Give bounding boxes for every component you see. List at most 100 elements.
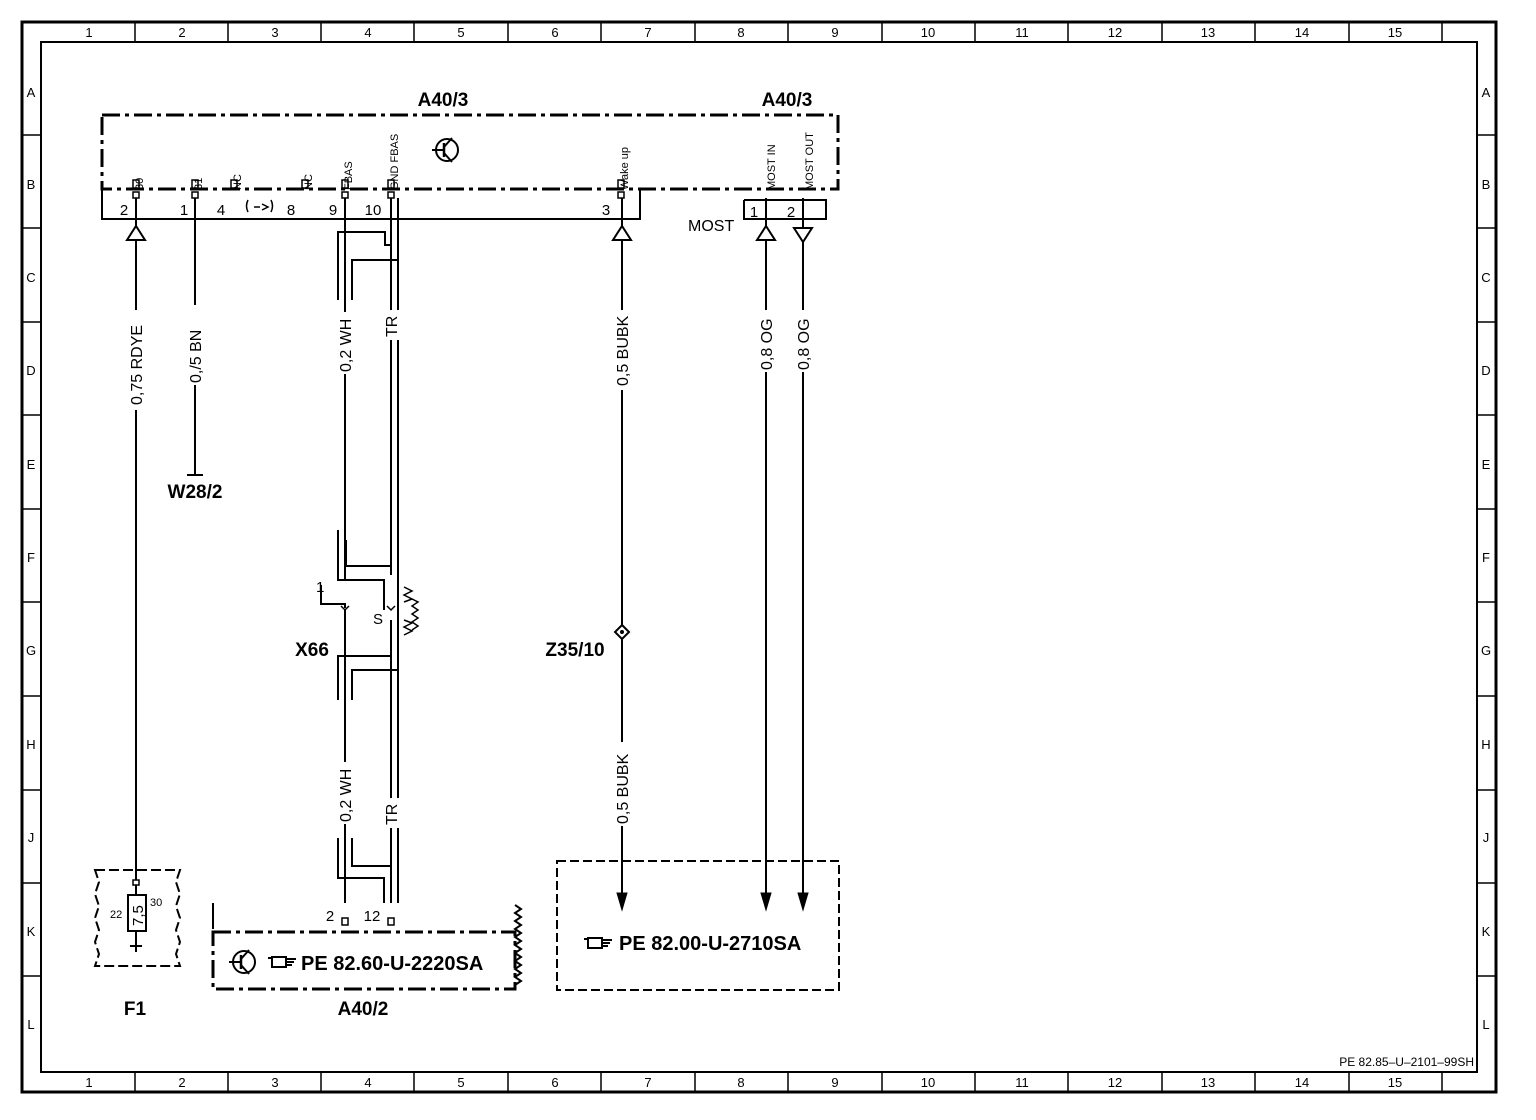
fuse-f1-rating: 7,5: [130, 905, 147, 926]
grid-col-bottom: 1: [85, 1075, 92, 1090]
grid-row-right: E: [1482, 457, 1491, 472]
most-connector-outline: [743, 199, 827, 220]
component-a40-2: A40/2: [338, 999, 389, 1020]
pin-label-nc-b: NC: [303, 174, 315, 190]
x66-contact-symbol: [340, 605, 396, 612]
grid-row-right: A: [1482, 85, 1491, 100]
component-x66: X66: [295, 640, 329, 661]
grid-col-top: 12: [1108, 25, 1122, 40]
component-f1: F1: [124, 999, 147, 1020]
grid-col-bottom: 13: [1201, 1075, 1215, 1090]
nc-jumper-symbol: [245, 199, 274, 213]
wire-label-bubk-top: 0,5 BUBK: [615, 315, 632, 386]
pin-number: 10: [365, 202, 382, 219]
wire-label-og-in: 0,8 OG: [759, 318, 776, 370]
pin-terminals: [132, 179, 625, 199]
grid-row-left: K: [27, 924, 36, 939]
pointing-hand-icon: [267, 956, 297, 968]
pin-number: 9: [329, 202, 337, 219]
wire-label-bn: 0,/5 BN: [188, 330, 205, 383]
a40-2-pin-12: 12: [364, 908, 381, 925]
grid-row-left: B: [27, 177, 36, 192]
grid-row-right: K: [1482, 924, 1491, 939]
grid-row-left: H: [26, 737, 35, 752]
module-a40-3-boundary: [100, 113, 840, 191]
grid-col-top: 4: [364, 25, 371, 40]
grid-row-right: J: [1483, 830, 1490, 845]
transistor-icon: [430, 136, 460, 164]
grid-col-top: 10: [921, 25, 935, 40]
grid-row-right: C: [1481, 270, 1490, 285]
grid-col-bottom: 9: [831, 1075, 838, 1090]
transistor-icon: [227, 948, 257, 976]
grid-row-left: F: [27, 550, 35, 565]
resistor-symbol: [410, 598, 420, 631]
grid-col-bottom: 2: [178, 1075, 185, 1090]
grid-row-right: D: [1481, 363, 1490, 378]
grid-row-right: B: [1482, 177, 1491, 192]
resistor-symbol: [402, 586, 414, 636]
fuse-f1-pin-22: 22: [110, 909, 122, 921]
pin-label-wake-up: Wake up: [619, 147, 631, 190]
grid-col-bottom: 6: [551, 1075, 558, 1090]
module-a40-2: 2 12 PE 82.60-U-2220SA: [211, 903, 523, 991]
grid-row-left: G: [26, 643, 36, 658]
grid-col-bottom: 14: [1295, 1075, 1309, 1090]
grid-row-right: H: [1481, 737, 1490, 752]
x66-pin-1: 1: [316, 579, 324, 596]
pin-number: 3: [602, 202, 610, 219]
wire-label-tr-bottom: TR: [384, 804, 401, 825]
grid-col-top: 8: [737, 25, 744, 40]
wire-lines: [135, 198, 804, 903]
component-w28-2: W28/2: [168, 482, 223, 503]
grid-col-top: 14: [1295, 25, 1309, 40]
pin-number: 1: [180, 202, 188, 219]
grid-col-top: 11: [1015, 25, 1029, 40]
inner-frame: [40, 41, 1478, 1073]
grid-row-left: D: [26, 363, 35, 378]
a40-2-pin-2: 2: [326, 908, 334, 925]
grid-col-bottom: 12: [1108, 1075, 1122, 1090]
pin-label-31: 31: [193, 178, 205, 190]
most-label: MOST: [688, 218, 734, 235]
wire-label-wh-bottom: 0,2 WH: [338, 769, 355, 822]
pin-number: 4: [217, 202, 225, 219]
pin-number: 2: [787, 204, 795, 221]
pointing-hand-icon: [583, 937, 613, 949]
wire-label-og-out: 0,8 OG: [796, 318, 813, 370]
grid-col-top: 13: [1201, 25, 1215, 40]
grid-col-top: 9: [831, 25, 838, 40]
grid-row-left: C: [26, 270, 35, 285]
grid-row-right: G: [1481, 643, 1491, 658]
grid-row-left: A: [27, 85, 36, 100]
arrow-heads-bottom: [616, 892, 809, 912]
x66-pin-s: S: [373, 611, 383, 628]
pin-label-fbas: FBAS: [343, 161, 355, 190]
grid-row-right: L: [1482, 1017, 1489, 1032]
grid-row-ticks: [22, 134, 1496, 977]
outer-frame: [20, 20, 1498, 1094]
grid-row-right: F: [1482, 550, 1490, 565]
grid-row-left: L: [27, 1017, 34, 1032]
wire-label-bubk-bottom: 0,5 BUBK: [615, 753, 632, 824]
pin-number: 8: [287, 202, 295, 219]
module-a40-3: A40/3 A40/3: [100, 90, 840, 220]
grid-col-bottom: 7: [644, 1075, 651, 1090]
grid-col-top: 5: [457, 25, 464, 40]
grid-col-top: 15: [1388, 25, 1402, 40]
grid-col-bottom: 15: [1388, 1075, 1402, 1090]
fuse-f1-pin-30: 30: [150, 897, 162, 909]
pin-label-30: 30: [134, 178, 146, 190]
grid-col-top: 3: [271, 25, 278, 40]
grid-col-top: 1: [85, 25, 92, 40]
grid-row-left: E: [27, 457, 36, 472]
pin-label-most-in: MOST IN: [766, 144, 778, 190]
grid-col-top: 7: [644, 25, 651, 40]
pin-label-gnd-fbas: GND FBAS: [389, 134, 401, 190]
module-a40-3-title-left: A40/3: [418, 90, 469, 111]
grid-col-top: 2: [178, 25, 185, 40]
grid-col-bottom: 5: [457, 1075, 464, 1090]
wire-label-rdye: 0,75 RDYE: [129, 325, 146, 405]
fuse-f1: 7,5 22 30: [93, 869, 182, 967]
